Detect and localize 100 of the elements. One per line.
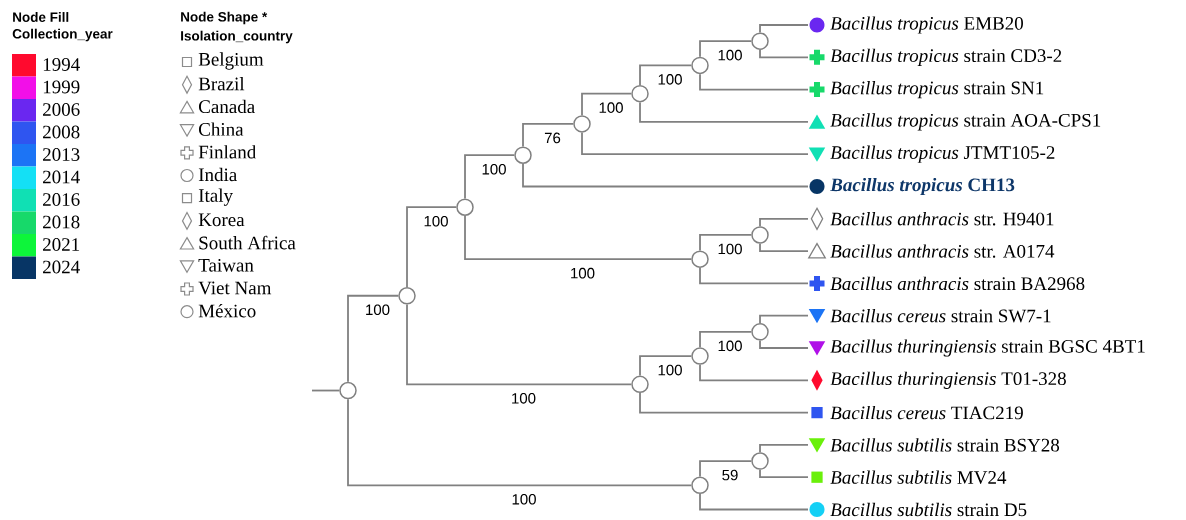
legend-label: 1999 xyxy=(43,80,80,94)
tree-branch xyxy=(522,123,575,148)
branch-node-circle xyxy=(751,226,769,244)
legend-label: Italy xyxy=(198,188,233,206)
tree-branch xyxy=(581,92,633,117)
tree-branch xyxy=(699,460,753,478)
bootstrap-value: 100 xyxy=(716,242,744,256)
tree-branch xyxy=(699,363,809,382)
branch-node-circle xyxy=(631,375,649,394)
taxon-label: Bacillus tropicus strain SN1 xyxy=(830,81,1044,99)
bootstrap-value: 100 xyxy=(716,48,744,62)
tree-branch xyxy=(759,444,809,454)
taxon-label: Bacillus thuringiensis T01-328 xyxy=(830,371,1066,389)
bootstrap-value: 100 xyxy=(597,101,625,114)
bootstrap-value: 100 xyxy=(716,339,744,353)
legend-heading: Node Shape * xyxy=(181,11,268,25)
tree-branch xyxy=(759,49,809,59)
branch-node-circle xyxy=(456,198,474,216)
taxon-label: Bacillus subtilis strain D5 xyxy=(830,502,1027,517)
legend-label: 2006 xyxy=(43,103,80,116)
taxon-label: Bacillus anthracis strain BA2968 xyxy=(830,276,1085,291)
tree-branch xyxy=(699,234,753,252)
tree-branch xyxy=(699,40,753,58)
branch-node-circle xyxy=(339,381,357,400)
legend-label: Finland xyxy=(198,145,257,159)
legend-label: 2024 xyxy=(43,260,80,274)
tree-branch xyxy=(759,339,809,349)
legend-label: China xyxy=(199,122,244,136)
tree-branch xyxy=(699,267,809,285)
taxon-label: Bacillus subtilis strain BSY28 xyxy=(830,438,1060,452)
bootstrap-value: 100 xyxy=(364,303,391,317)
tree-branch xyxy=(699,73,809,91)
tree-branch xyxy=(699,330,753,349)
tree-branch xyxy=(759,242,809,252)
bootstrap-value: 100 xyxy=(422,214,450,228)
taxon-label: Bacillus tropicus CH13 xyxy=(830,177,1015,196)
branch-node-circle xyxy=(751,32,769,50)
legend-label: India xyxy=(198,167,237,182)
bootstrap-value: 100 xyxy=(510,392,537,405)
legend-label: Taiwan xyxy=(198,258,254,272)
branch-node-circle xyxy=(398,287,416,305)
taxon-label: Bacillus thuringiensis strain BGSC 4BT1 xyxy=(830,339,1145,357)
branch-node-circle xyxy=(691,250,709,268)
tree-branch xyxy=(699,493,809,511)
tree-branch xyxy=(639,101,809,123)
tree-branch xyxy=(522,163,809,188)
tree-branch xyxy=(311,389,341,392)
taxon-label: Bacillus anthracis str. A0174 xyxy=(830,244,1055,258)
tree-branch xyxy=(464,154,516,200)
tree-branch xyxy=(347,294,400,383)
tree-branch xyxy=(464,215,693,261)
legend-label: 1994 xyxy=(43,58,80,71)
bootstrap-value: 76 xyxy=(543,131,562,145)
bootstrap-value: 100 xyxy=(569,266,596,280)
taxon-label: Bacillus cereus TIAC219 xyxy=(830,405,1023,420)
legend-label: Viet Nam xyxy=(198,281,272,295)
branch-node-circle xyxy=(691,476,709,495)
legend-label: Brazil xyxy=(198,77,245,91)
legend-label: Belgium xyxy=(198,52,264,70)
tree-branch xyxy=(406,303,633,386)
legend-label: 2021 xyxy=(43,238,80,251)
legend-label: 2016 xyxy=(43,193,80,206)
branch-node-circle xyxy=(631,84,649,103)
tree-branch xyxy=(759,217,809,228)
branch-node-circle xyxy=(751,323,769,341)
taxon-label: Bacillus tropicus strain CD3-2 xyxy=(830,48,1062,66)
legend-label: 2013 xyxy=(43,148,80,161)
legend-label: 2008 xyxy=(43,125,80,139)
legend-label: South Africa xyxy=(199,235,296,250)
taxon-label: Bacillus cereus strain SW7-1 xyxy=(830,309,1051,323)
legend-label: 2014 xyxy=(43,170,80,184)
tree-branch xyxy=(639,64,693,86)
tree-branch xyxy=(759,468,809,479)
legend-label: 2018 xyxy=(43,215,80,229)
bootstrap-value: 100 xyxy=(510,492,538,506)
bootstrap-value: 100 xyxy=(656,363,684,377)
legend-label: México xyxy=(198,304,256,318)
legend-label: Korea xyxy=(198,213,245,227)
branch-node-circle xyxy=(691,56,709,75)
tree-branch xyxy=(406,206,458,288)
bootstrap-value: 100 xyxy=(480,162,508,176)
legend-heading: Collection_year xyxy=(12,28,113,42)
tree-branch xyxy=(347,398,693,487)
branch-node-circle xyxy=(751,452,769,470)
taxon-label: Bacillus tropicus strain AOA-CPS1 xyxy=(830,113,1101,131)
taxon-label: Bacillus anthracis str. H9401 xyxy=(830,212,1054,226)
taxon-label: Bacillus subtilis MV24 xyxy=(830,470,1007,484)
tree-branch xyxy=(639,392,809,414)
branch-node-circle xyxy=(573,115,591,133)
legend-heading: Isolation_country xyxy=(181,30,293,44)
bootstrap-value: 59 xyxy=(720,468,740,482)
legend-heading: Node Fill xyxy=(13,12,69,22)
bootstrap-value: 100 xyxy=(656,73,684,86)
tree-branch xyxy=(639,355,693,377)
legend-label: Canada xyxy=(199,99,255,114)
tree-branch xyxy=(759,314,809,324)
taxon-label: Bacillus tropicus JTMT105-2 xyxy=(830,145,1055,163)
branch-node-circle xyxy=(514,146,532,164)
tree-branch xyxy=(581,131,809,156)
taxon-label: Bacillus tropicus EMB20 xyxy=(830,16,1023,34)
